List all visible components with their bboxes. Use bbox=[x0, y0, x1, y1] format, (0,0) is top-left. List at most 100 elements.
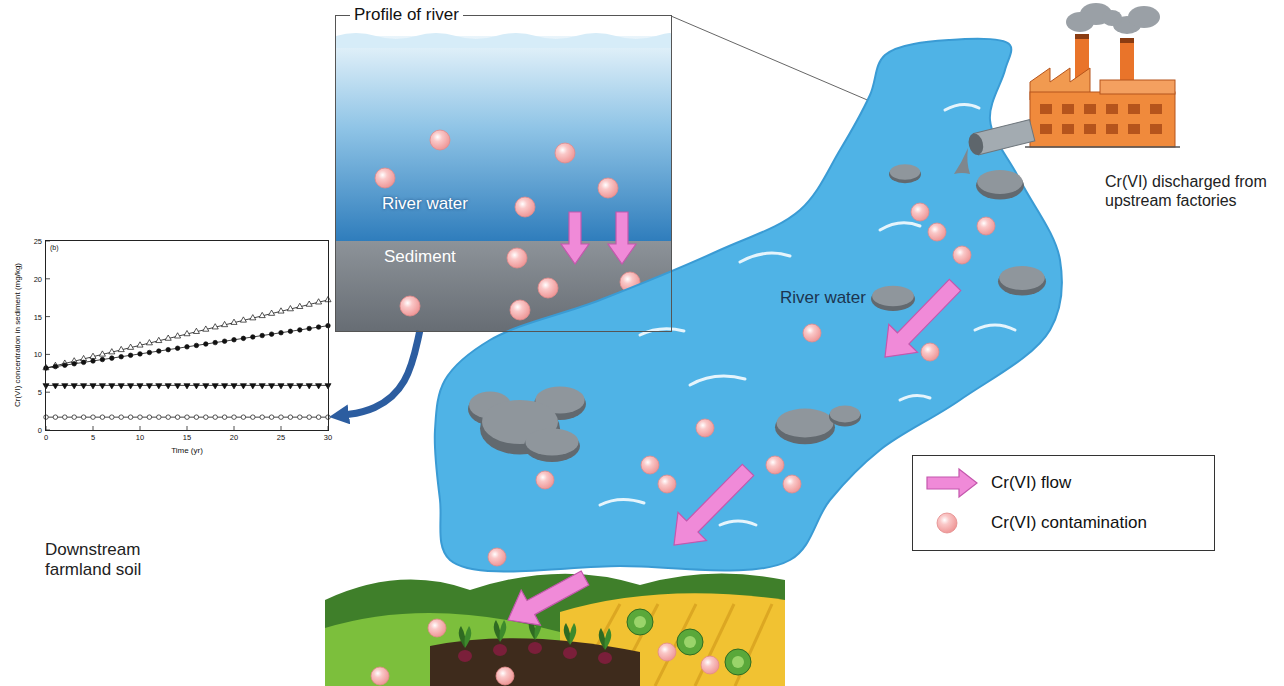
data-marker bbox=[232, 338, 237, 343]
water-surface bbox=[336, 33, 672, 48]
contamination-dot bbox=[371, 667, 389, 685]
data-marker bbox=[156, 337, 162, 342]
data-marker bbox=[118, 346, 124, 351]
data-marker bbox=[231, 319, 237, 324]
legend-entry: Cr(VI) flow bbox=[921, 463, 1206, 503]
data-marker bbox=[137, 342, 143, 347]
data-marker bbox=[128, 384, 134, 389]
data-marker bbox=[325, 296, 331, 301]
contamination-dot bbox=[496, 667, 514, 685]
cabbage bbox=[732, 656, 744, 668]
data-marker bbox=[250, 315, 256, 320]
water-ripple bbox=[975, 325, 1015, 330]
water-ripple bbox=[900, 395, 930, 400]
data-marker bbox=[166, 415, 171, 420]
stone bbox=[872, 286, 914, 306]
factory-window bbox=[1128, 124, 1140, 134]
tick-mark bbox=[140, 426, 141, 430]
data-marker bbox=[325, 384, 331, 389]
data-marker bbox=[316, 415, 321, 420]
data-marker bbox=[90, 353, 96, 358]
data-marker bbox=[204, 415, 209, 420]
data-marker bbox=[146, 384, 152, 389]
data-marker bbox=[212, 384, 218, 389]
data-marker bbox=[269, 332, 274, 337]
contamination-dot bbox=[701, 656, 719, 674]
sediment-layer: Sediment bbox=[336, 241, 671, 331]
source-label: Cr(VI) discharged from upstream factorie… bbox=[1105, 172, 1277, 210]
contamination-dot bbox=[641, 456, 659, 474]
contamination-dot bbox=[488, 548, 506, 566]
contamination-dot bbox=[538, 278, 558, 298]
data-marker bbox=[193, 384, 199, 389]
cabbage bbox=[627, 609, 653, 635]
data-marker bbox=[316, 299, 322, 304]
data-marker bbox=[146, 340, 152, 345]
river-label: River water bbox=[780, 288, 866, 308]
data-marker bbox=[63, 415, 68, 420]
water-ripple bbox=[945, 104, 979, 110]
stone bbox=[830, 406, 860, 423]
leaf bbox=[500, 620, 507, 642]
cabbage bbox=[677, 629, 703, 655]
factory-window bbox=[1040, 104, 1052, 114]
farmland bbox=[325, 548, 785, 686]
data-marker bbox=[157, 415, 162, 420]
data-marker bbox=[128, 344, 134, 349]
data-marker bbox=[175, 333, 181, 338]
water-fill bbox=[336, 36, 671, 241]
tick-label: 20 bbox=[230, 433, 238, 442]
data-marker bbox=[260, 333, 265, 338]
factory-window bbox=[1084, 124, 1096, 134]
contamination-dot bbox=[696, 419, 714, 437]
leaf bbox=[494, 620, 501, 642]
data-marker bbox=[222, 321, 228, 326]
transfer-arrow bbox=[344, 331, 420, 415]
legend-swatch bbox=[921, 467, 981, 499]
axis-title: Cr(VI) concentration in sediment (mg/kg) bbox=[13, 263, 23, 407]
tick-label: 5 bbox=[91, 433, 95, 442]
outflow bbox=[954, 148, 970, 174]
factory-building bbox=[1030, 92, 1175, 147]
data-marker bbox=[279, 330, 284, 335]
smoke bbox=[1128, 6, 1160, 28]
data-marker bbox=[278, 384, 284, 389]
cabbage bbox=[684, 636, 696, 648]
data-marker bbox=[213, 340, 218, 345]
data-marker bbox=[269, 415, 274, 420]
data-marker bbox=[147, 350, 152, 355]
data-marker bbox=[165, 335, 171, 340]
factory-window bbox=[1084, 104, 1096, 114]
river-profile bbox=[336, 33, 672, 331]
data-marker bbox=[72, 415, 77, 420]
contamination-dot bbox=[536, 471, 554, 489]
data-marker bbox=[175, 346, 180, 351]
data-marker bbox=[259, 384, 265, 389]
data-marker bbox=[222, 339, 227, 344]
water-ripple bbox=[880, 223, 920, 230]
data-marker bbox=[297, 303, 303, 308]
data-line bbox=[46, 300, 328, 368]
data-marker bbox=[81, 360, 86, 365]
chimney-band bbox=[1120, 38, 1134, 43]
data-marker bbox=[119, 415, 124, 420]
data-marker bbox=[53, 364, 58, 369]
stone bbox=[977, 170, 1023, 194]
data-marker bbox=[110, 356, 115, 361]
factory-window bbox=[1040, 124, 1052, 134]
beet-root bbox=[563, 647, 577, 659]
contamination-dot bbox=[507, 248, 527, 268]
tick-label: 15 bbox=[34, 312, 42, 321]
beet-root bbox=[493, 644, 507, 656]
beet-root bbox=[598, 652, 612, 664]
tick-label: 25 bbox=[34, 237, 42, 246]
tick-label: 0 bbox=[44, 433, 48, 442]
pipe-mouth bbox=[966, 132, 985, 157]
factory-window bbox=[1150, 104, 1162, 114]
data-marker bbox=[326, 415, 331, 420]
data-marker bbox=[297, 384, 303, 389]
chimney-band bbox=[1075, 34, 1089, 39]
leaf bbox=[564, 623, 571, 645]
ground-line bbox=[1025, 146, 1180, 148]
